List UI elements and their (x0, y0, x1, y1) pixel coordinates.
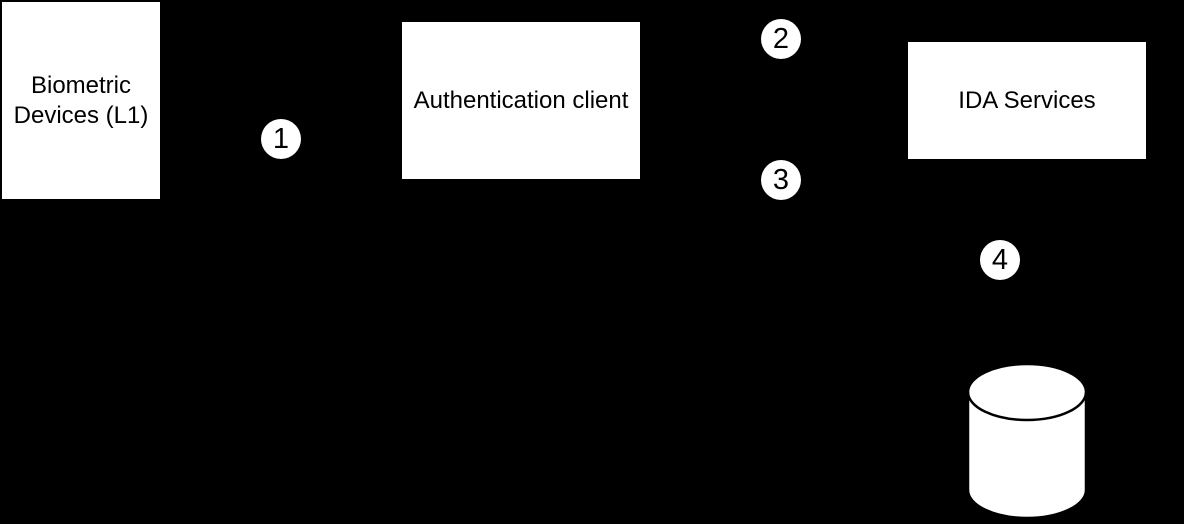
step-badge-3: 3 (761, 160, 801, 200)
step-badge-2-label: 2 (772, 22, 790, 55)
step-badge-1-label: 1 (272, 122, 290, 155)
node-ida-services: IDA Services (908, 42, 1146, 159)
node-authentication-client: Authentication client (402, 22, 640, 179)
step-badge-4-label: 4 (991, 243, 1009, 276)
step-badge-1: 1 (261, 119, 301, 159)
node-biometric-devices: Biometric Devices (L1) (2, 2, 160, 199)
step-badge-4: 4 (980, 240, 1020, 280)
node-authentication-client-label: Authentication client (413, 86, 629, 114)
step-badge-3-label: 3 (772, 163, 790, 196)
step-badge-2: 2 (761, 19, 801, 59)
node-biometric-devices-label: Biometric Devices (L1) (13, 71, 149, 129)
database-cylinder-icon (966, 362, 1088, 520)
node-ida-services-label: IDA Services (958, 86, 1096, 114)
